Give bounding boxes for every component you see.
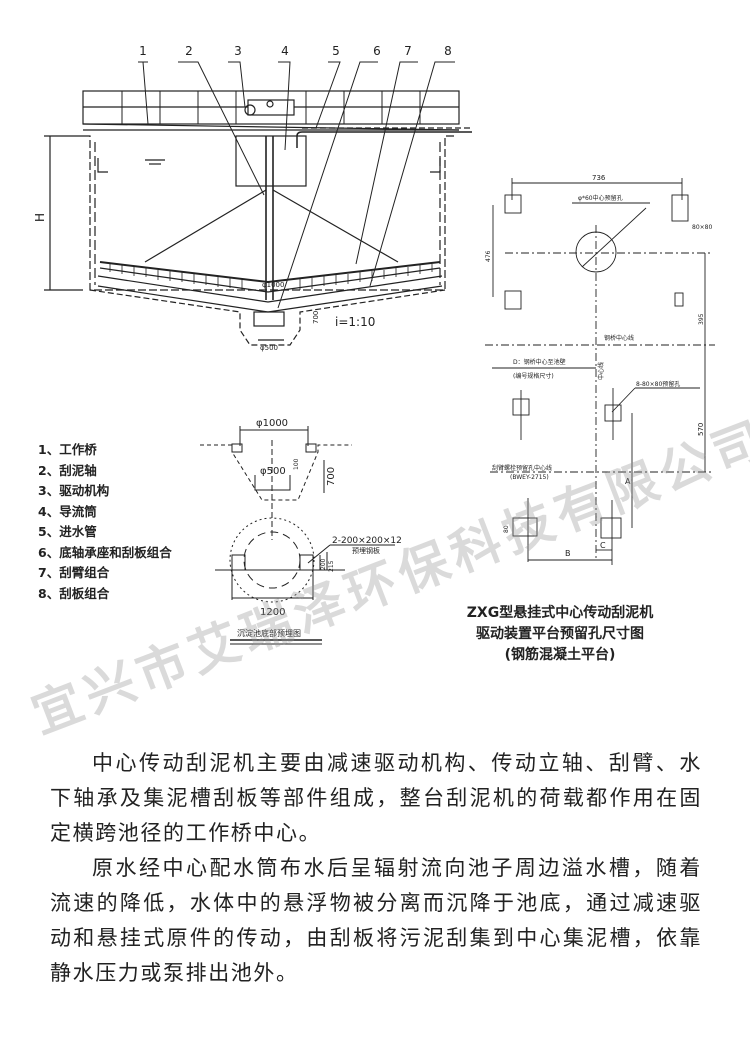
dim-215: 215 — [328, 560, 335, 572]
bottom-caption: 沉淀池底部预埋图 — [237, 628, 301, 638]
legend-item: 3、驱动机构 — [38, 483, 110, 498]
bridge-center: 钢桥中心线 — [604, 334, 634, 342]
plate-sub: 预埋钢板 — [352, 546, 380, 555]
legend-item: 1、工作桥 — [38, 442, 97, 457]
holes-label: 8-80×80预留孔 — [636, 380, 680, 388]
dim-side: 476 — [485, 250, 492, 262]
callout-leaders — [138, 61, 455, 309]
title-line: 驱动装置平台预留孔尺寸图 — [476, 626, 644, 642]
title-line: ZXG型悬挂式中心传动刮泥机 — [466, 605, 654, 621]
height-label: H — [33, 213, 47, 222]
dim-1200: 1200 — [260, 607, 285, 618]
dim-570: 570 — [697, 423, 705, 436]
center-line: 中心线 — [597, 362, 605, 380]
callout-5: 5 — [332, 44, 340, 58]
legend-item: 7、刮臂组合 — [38, 565, 110, 580]
dim-80x80: 80×80 — [692, 224, 712, 231]
parts-legend: 1、工作桥 2、刮泥轴 3、驱动机构 4、导流筒 5、进水管 6、底轴承座和刮板… — [38, 440, 172, 604]
dim-500: φ500 — [260, 466, 286, 477]
callout-2: 2 — [185, 44, 193, 58]
dim-736: 736 — [592, 174, 606, 182]
scraper-arm — [99, 261, 441, 284]
dim-a: A — [625, 477, 631, 486]
dim-100: 100 — [293, 458, 300, 470]
legend-item: 6、底轴承座和刮板组合 — [38, 544, 172, 560]
dim-80: 80 — [503, 525, 510, 533]
callout-6: 6 — [373, 44, 381, 58]
dim-700: 700 — [312, 311, 320, 324]
description: 中心传动刮泥机主要由减速驱动机构、传动立轴、刮臂、水下轴承及集泥槽刮板等部件组成… — [50, 746, 702, 991]
engineering-drawings: H φ1000 700 φ500 i=1:10 1 2 3 4 5 6 7 8 — [33, 44, 715, 645]
legend-item: 5、进水管 — [38, 524, 97, 539]
draft-tube — [235, 135, 307, 187]
callout-8: 8 — [444, 44, 452, 58]
model-label: (BWEY-2715) — [510, 474, 549, 481]
legend-item: 8、刮板组合 — [38, 585, 110, 601]
plate-label: 2-200×200×12 — [332, 536, 402, 546]
dim-1000: φ1000 — [256, 418, 288, 429]
dim-c: C — [600, 541, 606, 550]
dim-b: B — [565, 549, 571, 558]
title-line: (钢筋混凝土平台) — [504, 647, 616, 663]
arm-center: 刮臂螺栓预留孔中心线 — [492, 464, 552, 472]
dim-1000: φ1000 — [262, 281, 284, 289]
hole-label: φ*60中心预留孔 — [578, 194, 623, 202]
description-paragraph: 原水经中心配水筒布水后呈辐射流向池子周边溢水槽，随着流速的降低，水体中的悬浮物被… — [50, 856, 702, 985]
main-elevation-drawing: H φ1000 700 φ500 i=1:10 1 2 3 4 5 6 7 8 — [33, 44, 472, 352]
d-label: D：钢桥中心至池壁 — [513, 358, 566, 366]
callout-3: 3 — [234, 44, 242, 58]
legend-item: 4、导流筒 — [38, 503, 97, 519]
callout-7: 7 — [404, 44, 412, 58]
description-paragraph: 中心传动刮泥机主要由减速驱动机构、传动立轴、刮臂、水下轴承及集泥槽刮板等部件组成… — [50, 751, 702, 845]
callout-1: 1 — [139, 44, 147, 58]
dim-395: 395 — [698, 313, 705, 325]
dim-200: 200 — [320, 558, 327, 570]
callout-4: 4 — [281, 44, 289, 58]
dim-500: φ500 — [260, 344, 278, 352]
d-sub: (编号规格尺寸) — [513, 372, 554, 380]
tank-bottom-embed-drawing: φ1000 φ500 700 100 2-200×200×12 预埋钢板 200… — [200, 418, 402, 645]
tank-wall — [83, 135, 455, 291]
slope-label: i=1:10 — [335, 315, 375, 329]
legend-item: 2、刮泥轴 — [38, 462, 97, 478]
drawing-title: ZXG型悬挂式中心传动刮泥机 驱动装置平台预留孔尺寸图 (钢筋混凝土平台) — [440, 603, 680, 666]
dim-700: 700 — [326, 467, 337, 486]
drive-mechanism — [247, 99, 295, 116]
platform-hole-drawing: 736 φ*60中心预留孔 80×80 476 395 钢桥中心线 D：钢桥中心… — [485, 174, 715, 565]
